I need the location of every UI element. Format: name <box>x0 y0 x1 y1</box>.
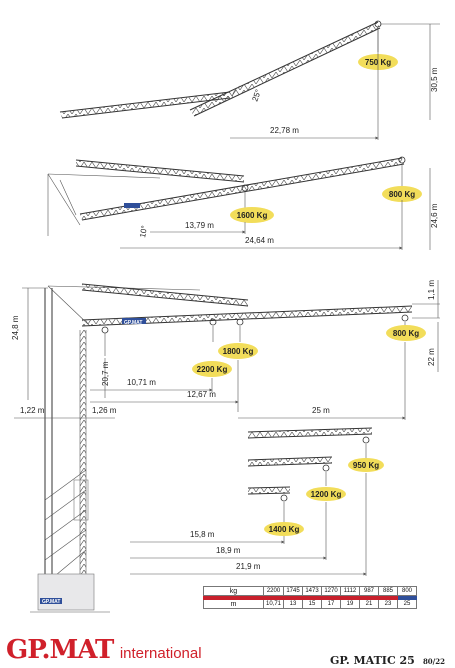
load-badge: 950 Kg <box>348 458 384 472</box>
radius-label: 13,79 m <box>185 221 214 230</box>
svg-text:1400 Kg: 1400 Kg <box>269 525 300 534</box>
table-cell: 10,71 <box>262 599 285 609</box>
config-horizontal: GP.MAT 1800 Kg 2200 Kg 800 Kg 24,8 m 20,… <box>11 280 440 613</box>
color-band <box>203 595 418 600</box>
radius-label: 21,9 m <box>236 562 261 571</box>
jib-truss <box>189 21 381 117</box>
model-label: GP. MATIC 25 80/22 <box>330 649 445 668</box>
radius-label: 15,8 m <box>190 530 215 539</box>
brand-suffix: international <box>119 645 202 662</box>
svg-text:800 Kg: 800 Kg <box>389 190 415 199</box>
table-cell: 987 <box>359 586 380 596</box>
load-badge: 1400 Kg <box>264 522 304 536</box>
svg-text:2200 Kg: 2200 Kg <box>197 365 228 374</box>
brand-name: GP.MAT <box>6 635 114 665</box>
mast-logo: GP.MAT <box>42 599 60 605</box>
load-badge: 2200 Kg <box>192 361 232 377</box>
load-table: kg 2200 1745 1473 1270 1112 987 885 800 … <box>203 586 418 609</box>
svg-text:800 Kg: 800 Kg <box>393 329 419 338</box>
table-cell: 25 <box>397 599 418 609</box>
svg-text:1200 Kg: 1200 Kg <box>311 490 342 499</box>
load-badge: 1800 Kg <box>218 343 258 359</box>
jib-truss <box>247 456 333 467</box>
config-luffed-10: 10° 800 Kg 1600 Kg 24,6 m 13,79 m 24,64 … <box>47 156 439 250</box>
table-cell: 800 <box>397 586 418 596</box>
kg-header: kg <box>203 586 264 596</box>
table-cell: 1112 <box>340 586 361 596</box>
load-badge: 800 Kg <box>386 325 426 341</box>
table-cell: 1270 <box>321 586 342 596</box>
table-cell: 17 <box>321 599 342 609</box>
table-cell: 19 <box>340 599 361 609</box>
config-reduced: 950 Kg 1200 Kg 1400 Kg 15,8 m 18,9 m 21,… <box>130 427 384 576</box>
radius-label: 10,71 m <box>127 378 156 387</box>
table-cell: 1473 <box>302 586 323 596</box>
radius-label: 18,9 m <box>216 546 241 555</box>
table-cell: 21 <box>359 599 380 609</box>
m-header: m <box>203 599 264 609</box>
brand-logo: GP.MAT international <box>6 635 202 665</box>
jib-truss <box>81 283 249 307</box>
load-badge: 800 Kg <box>382 186 422 202</box>
mast-truss <box>80 330 86 580</box>
svg-text:1600 Kg: 1600 Kg <box>237 211 268 220</box>
svg-text:1800 Kg: 1800 Kg <box>223 347 254 356</box>
radius-label: 25 m <box>312 406 330 415</box>
radius-label: 22,78 m <box>270 126 299 135</box>
model-name: GP. MATIC 25 <box>330 654 415 667</box>
table-cell: 13 <box>283 599 304 609</box>
jib-truss <box>75 159 245 183</box>
table-row: m 10,71 13 15 17 19 21 23 25 <box>203 599 418 609</box>
height-label: 24,8 m <box>11 315 20 340</box>
height-label: 1,1 m <box>427 280 436 300</box>
jib-logo: GP.MAT <box>124 320 142 326</box>
height-label: 30,5 m <box>430 67 439 92</box>
table-cell: 2200 <box>262 586 285 596</box>
height-label: 24,6 m <box>430 203 439 228</box>
radius-label: 12,67 m <box>187 390 216 399</box>
jib-truss <box>247 427 373 439</box>
model-code: 80/22 <box>422 657 445 666</box>
config-luffed-25: 25° 750 Kg 30,5 m 22,78 m <box>59 20 440 140</box>
load-badge: 1600 Kg <box>230 207 274 223</box>
base-label: 1,26 m <box>92 406 117 415</box>
height-label: 22 m <box>427 348 436 366</box>
svg-text:950 Kg: 950 Kg <box>353 461 379 470</box>
table-row: kg 2200 1745 1473 1270 1112 987 885 800 <box>203 586 418 596</box>
angle-label: 10° <box>138 225 149 238</box>
load-badge: 1200 Kg <box>306 487 346 501</box>
base-label: 1,22 m <box>20 406 45 415</box>
radius-label: 24,64 m <box>245 236 274 245</box>
table-cell: 15 <box>302 599 323 609</box>
height-label: 20,7 m <box>101 361 110 386</box>
jib-truss <box>59 91 231 119</box>
jib-truss <box>247 486 291 495</box>
angle-label: 25° <box>250 88 263 102</box>
table-cell: 885 <box>378 586 399 596</box>
table-cell: 1745 <box>283 586 304 596</box>
table-cell: 23 <box>378 599 399 609</box>
